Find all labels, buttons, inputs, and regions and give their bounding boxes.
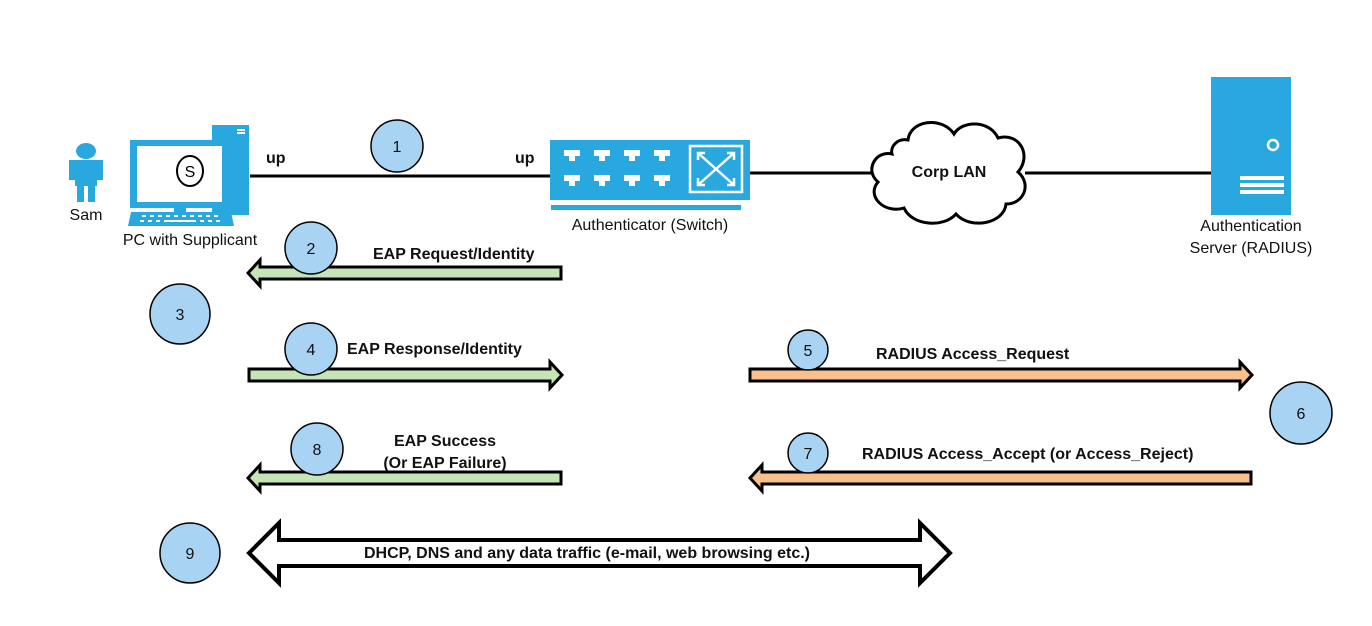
step-circle-6: 6	[1269, 381, 1333, 445]
network-switch-icon	[550, 140, 750, 210]
step-circle-1: 1	[370, 119, 424, 173]
msg-data-traffic: DHCP, DNS and any data traffic (e-mail, …	[364, 545, 810, 562]
msg-eap-response-identity: EAP Response/Identity	[347, 341, 522, 358]
svg-text:3: 3	[176, 307, 185, 324]
switch-port-status: up	[515, 150, 535, 167]
msg-radius-access-accept: RADIUS Access_Accept (or Access_Reject)	[862, 446, 1193, 463]
pc-label: PC with Supplicant	[123, 232, 258, 249]
svg-text:6: 6	[1297, 406, 1306, 423]
svg-text:1: 1	[393, 139, 402, 156]
arrow-data-traffic	[246, 518, 953, 588]
step-circle-4: 4	[284, 322, 338, 376]
pc-port-status: up	[266, 150, 286, 167]
svg-text:5: 5	[804, 343, 813, 360]
msg-eap-success-line2: (Or EAP Failure)	[383, 455, 506, 472]
supplicant-badge	[176, 155, 204, 187]
server-label-line1: Authentication	[1200, 218, 1301, 235]
switch-label: Authenticator (Switch)	[572, 217, 729, 234]
step-circle-9: 9	[159, 522, 221, 584]
user-label: Sam	[70, 207, 103, 224]
cloud-label: Corp LAN	[912, 164, 987, 181]
svg-text:8: 8	[313, 442, 322, 459]
arrow-radius-access-accept	[747, 461, 1253, 495]
server-label-line2: Server (RADIUS)	[1190, 240, 1313, 257]
msg-eap-request-identity: EAP Request/Identity	[373, 246, 535, 263]
arrow-eap-success	[245, 461, 563, 495]
svg-text:2: 2	[307, 241, 316, 258]
person-icon	[69, 143, 103, 202]
step-circle-2: 2	[284, 221, 338, 275]
desktop-computer-icon: S	[128, 125, 249, 226]
step-circle-5: 5	[787, 329, 829, 371]
step-circle-3: 3	[149, 283, 211, 345]
svg-text:7: 7	[804, 446, 813, 463]
svg-text:9: 9	[186, 546, 195, 563]
arrow-eap-response-identity	[247, 358, 565, 392]
supplicant-symbol: S	[185, 164, 196, 181]
step-circle-7: 7	[787, 432, 829, 474]
msg-eap-success-line1: EAP Success	[394, 433, 496, 450]
step-circle-8: 8	[290, 422, 344, 476]
arrow-eap-request-identity	[245, 256, 563, 290]
svg-text:4: 4	[307, 342, 316, 359]
msg-radius-access-request: RADIUS Access_Request	[876, 346, 1070, 363]
arrow-radius-access-request	[748, 358, 1255, 392]
cloud-icon	[870, 121, 1027, 225]
server-icon	[1211, 77, 1291, 215]
